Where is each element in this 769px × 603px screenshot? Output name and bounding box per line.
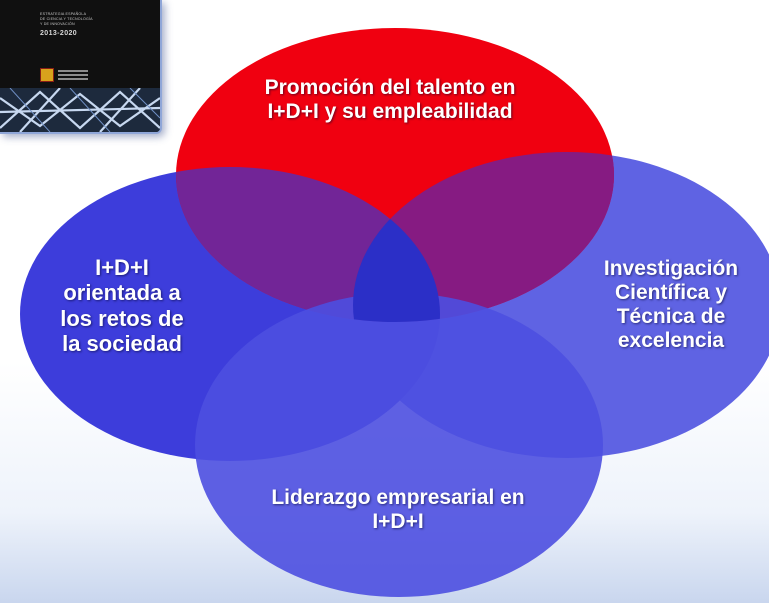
circle-liderazgo	[195, 293, 603, 597]
label-line: excelencia	[617, 329, 725, 353]
label-line: I+D+I	[95, 255, 149, 280]
steel-structure-photo	[0, 88, 160, 132]
label-retos-sociedad: I+D+I orientada a los retos de la socied…	[28, 255, 216, 356]
label-line: la sociedad	[62, 330, 182, 356]
label-line: Técnica de	[616, 305, 726, 329]
label-line: Promoción del talento en	[264, 76, 516, 99]
label-line: I+D+I y su empleabilidad	[267, 100, 513, 124]
label-line: Investigación	[603, 257, 739, 280]
cover-years: 2013-2020	[40, 30, 78, 37]
label-line: Liderazgo empresarial en	[271, 486, 525, 509]
label-line: Científica y	[614, 281, 728, 305]
label-line: orientada a	[63, 280, 181, 306]
ministry-logo-lines	[58, 70, 88, 82]
cover-title-line: ESTRATEGIA ESPAÑOLA	[40, 12, 87, 16]
cover-title-line: Y DE INNOVACIÓN	[40, 22, 75, 26]
cover-title-line: DE CIENCIA Y TECNOLOGÍA	[40, 17, 93, 21]
label-talento: Promoción del talento en I+D+I y su empl…	[220, 76, 560, 124]
cover-title: ESTRATEGIA ESPAÑOLA DE CIENCIA Y TECNOLO…	[40, 12, 150, 37]
label-line: I+D+I	[372, 510, 424, 534]
government-emblem-icon	[40, 68, 54, 82]
label-line: los retos de	[60, 305, 184, 331]
label-liderazgo: Liderazgo empresarial en I+D+I	[218, 486, 578, 534]
label-investigacion: Investigación Científica y Técnica de ex…	[574, 257, 768, 354]
strategy-cover-thumbnail: ESTRATEGIA ESPAÑOLA DE CIENCIA Y TECNOLO…	[0, 0, 162, 134]
